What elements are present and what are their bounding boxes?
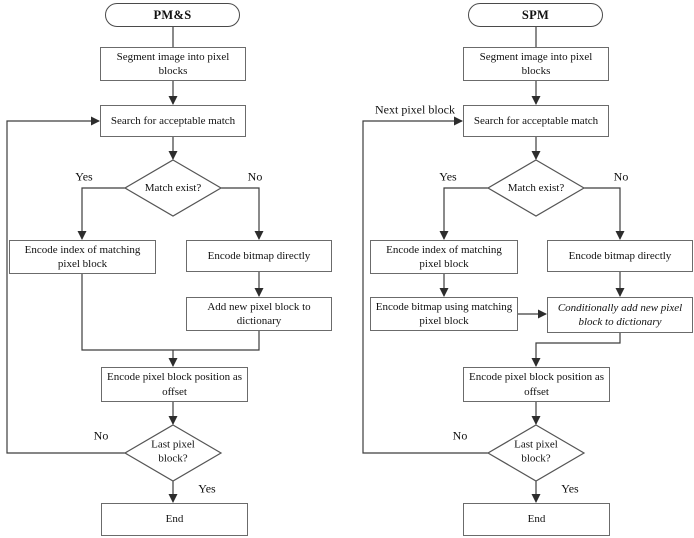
pms-node-segment: Segment image into pixel blocks <box>100 47 246 81</box>
pms-node-end-label: End <box>165 513 184 526</box>
pms-node-encode-position: Encode pixel block position as offset <box>101 367 248 402</box>
pms-label-match-no: No <box>247 169 263 184</box>
spm-node-end: End <box>463 503 610 536</box>
pms-node-encode-index: Encode index of matching pixel block <box>9 240 156 274</box>
pms-label-last-no: No <box>93 428 109 443</box>
spm-decision-match-label: Match exist? <box>507 182 565 195</box>
spm-decision-last-label: Last pixel block? <box>514 438 558 464</box>
spm-node-segment-label: Segment image into pixel blocks <box>479 50 593 77</box>
spm-node-bitmap-directly: Encode bitmap directly <box>547 240 693 272</box>
pms-node-add-new-block: Add new pixel block to dictionary <box>186 297 332 331</box>
pms-node-bitmap-directly: Encode bitmap directly <box>186 240 332 272</box>
spm-decision-last-block <box>486 424 586 482</box>
spm-node-end-label: End <box>527 513 546 526</box>
spm-node-encode-position-label: Encode pixel block position as offset <box>468 371 605 398</box>
pms-title: PM&S <box>153 7 192 22</box>
pms-node-search: Search for acceptable match <box>100 105 246 137</box>
pms-node-segment-label: Segment image into pixel blocks <box>116 50 230 77</box>
spm-start-terminal: SPM <box>468 3 603 27</box>
pms-decision-match-label: Match exist? <box>144 182 202 195</box>
spm-label-next-block: Next pixel block <box>375 102 455 117</box>
pms-decision-last-block <box>123 424 223 482</box>
spm-node-search: Search for acceptable match <box>463 105 609 137</box>
pms-connector-yes-branch <box>77 187 125 240</box>
pms-node-add-new-block-label: Add new pixel block to dictionary <box>207 300 311 327</box>
spm-connector-yes-branch <box>439 187 488 240</box>
pms-node-end: End <box>101 503 248 536</box>
spm-node-segment: Segment image into pixel blocks <box>463 47 609 81</box>
spm-connector-conditional-offset <box>531 333 621 367</box>
spm-label-match-yes: Yes <box>439 169 457 184</box>
pms-connector-loop-back <box>6 116 125 454</box>
spm-node-bitmap-directly-label: Encode bitmap directly <box>568 249 672 262</box>
spm-node-bitmap-matching-label: Encode bitmap using matching pixel block <box>375 300 513 327</box>
spm-connector-no-branch <box>584 187 625 240</box>
pms-node-encode-index-label: Encode index of matching pixel block <box>24 243 141 270</box>
pms-decision-last-label: Last pixel block? <box>151 438 195 464</box>
spm-node-conditionally-add: Conditionally add new pixel block to dic… <box>547 297 693 333</box>
spm-label-last-yes: Yes <box>561 481 579 496</box>
spm-node-encode-position: Encode pixel block position as offset <box>463 367 610 402</box>
pms-decision-match-exist <box>123 159 223 217</box>
pms-label-last-yes: Yes <box>198 481 216 496</box>
pms-node-search-label: Search for acceptable match <box>110 114 236 127</box>
spm-node-encode-index-label: Encode index of matching pixel block <box>386 243 502 270</box>
spm-decision-match-exist <box>486 159 586 217</box>
spm-node-search-label: Search for acceptable match <box>473 114 599 127</box>
pms-node-encode-position-label: Encode pixel block position as offset <box>106 371 243 398</box>
spm-node-conditionally-add-label: Conditionally add new pixel block to dic… <box>557 301 683 328</box>
pms-connector-merge-bar <box>81 274 260 351</box>
spm-node-bitmap-matching: Encode bitmap using matching pixel block <box>370 297 518 331</box>
pms-connector-no-branch <box>221 187 264 240</box>
pms-label-match-yes: Yes <box>75 169 93 184</box>
spm-node-encode-index: Encode index of matching pixel block <box>370 240 518 274</box>
pms-node-bitmap-directly-label: Encode bitmap directly <box>207 249 311 262</box>
pms-start-terminal: PM&S <box>105 3 240 27</box>
spm-title: SPM <box>521 7 550 22</box>
spm-label-match-no: No <box>613 169 629 184</box>
spm-label-last-no: No <box>452 428 468 443</box>
spm-connector-loop-back <box>362 116 488 454</box>
